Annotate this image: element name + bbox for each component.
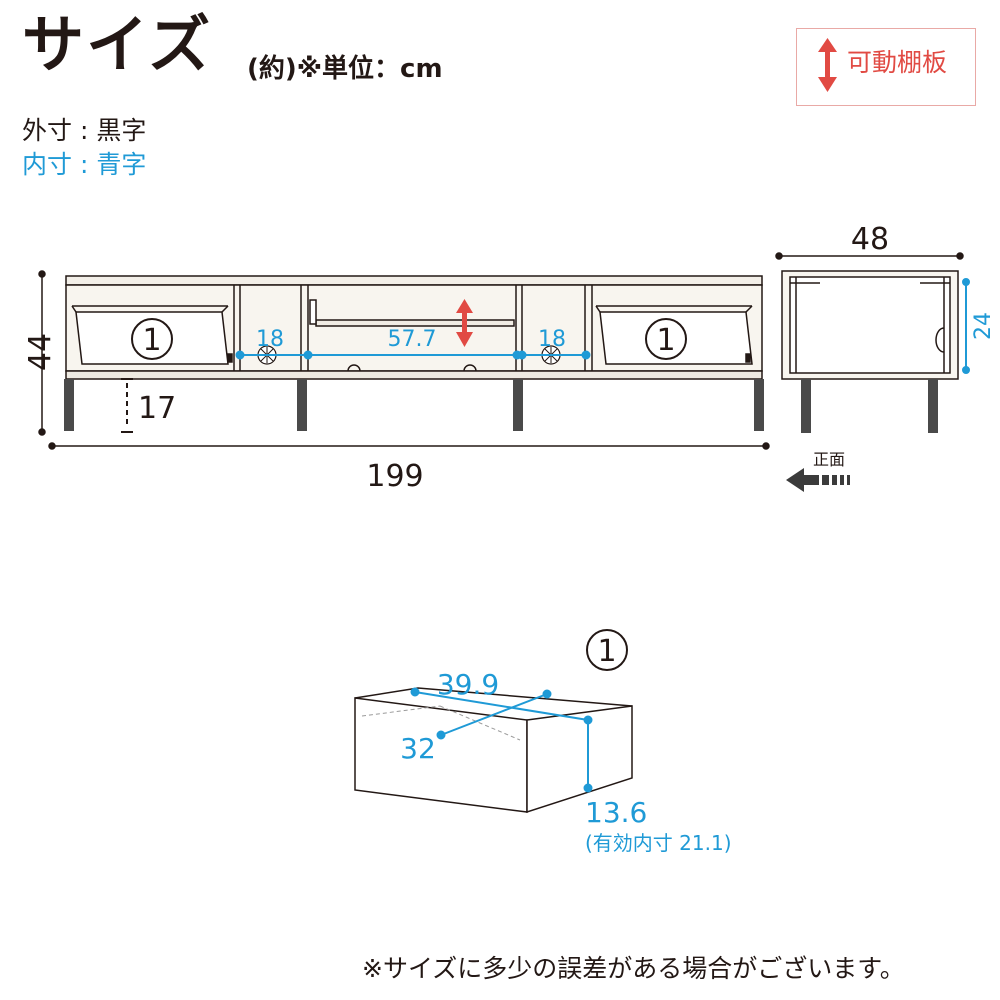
outer-height: 44 (23, 333, 58, 371)
front-direction-label: 正面 (813, 450, 845, 469)
front-view (65, 275, 763, 380)
front-direction-arrow-icon (786, 468, 850, 492)
inner-center-width: 57.7 (388, 327, 437, 352)
movable-shelf-label: 可動棚板 (847, 48, 948, 77)
outer-width: 199 (366, 459, 423, 494)
drawer-inner-dimensions (410, 687, 593, 793)
width-dimension (48, 442, 770, 450)
leg-height-dimension (121, 378, 133, 433)
inner-height-dimension (962, 278, 970, 374)
drawer-marker-front (131, 318, 687, 360)
legend-inner-dimension: 内寸 : 青字 (22, 150, 147, 179)
inner-left-width: 18 (256, 327, 284, 352)
front-legs (64, 379, 764, 431)
height-dimension (38, 270, 46, 436)
drawer-marker-right: 1 (656, 323, 675, 358)
side-view (781, 270, 959, 380)
drawer-effective-height: (有効内寸 21.1) (585, 831, 732, 855)
tolerance-note: ※サイズに多少の誤差がある場合がございます。 (362, 954, 905, 983)
drawer-marker: 1 (597, 634, 616, 669)
side-legs (801, 379, 938, 433)
drawer-drawing (354, 687, 633, 814)
drawer-inner-width: 39.9 (437, 668, 499, 701)
inner-width-dimension (235, 350, 591, 360)
inner-height: 24 (971, 312, 996, 340)
unit-note: (約)※単位：cm (247, 54, 443, 84)
drawer-marker-left: 1 (142, 323, 161, 358)
leg-height: 17 (138, 391, 176, 426)
outer-depth: 48 (851, 222, 889, 257)
drawer-marker-circle (586, 629, 628, 671)
depth-dimension (775, 252, 964, 260)
drawer-inner-depth: 32 (400, 732, 436, 765)
movable-shelf-arrow-front (456, 299, 473, 347)
page-title: サイズ (22, 8, 213, 81)
inner-right-width: 18 (538, 327, 566, 352)
drawer-inner-height: 13.6 (585, 796, 647, 829)
legend-outer-dimension: 外寸 : 黒字 (22, 116, 147, 145)
